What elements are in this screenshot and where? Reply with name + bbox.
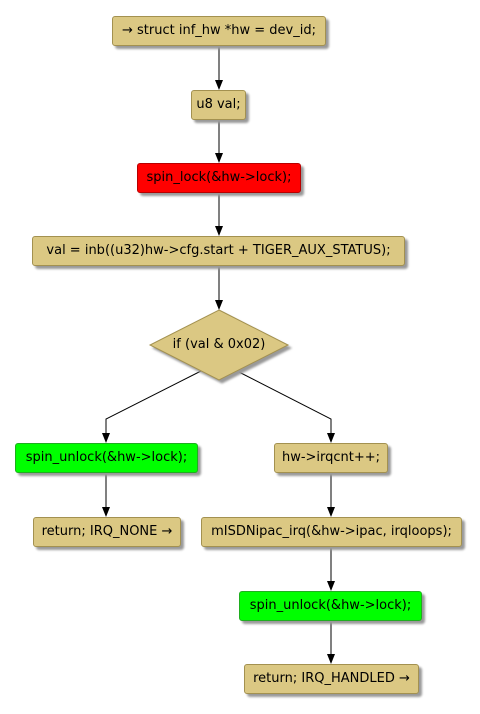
node-u8-val: u8 val; bbox=[191, 90, 246, 120]
edge-cond-left bbox=[102, 369, 204, 443]
condition-label: if (val & 0x02) bbox=[172, 337, 266, 352]
node-val-inb: val = inb((u32)hw->cfg.start + TIGER_AUX… bbox=[32, 236, 405, 266]
node-spin-unlock-left: spin_unlock(&hw->lock); bbox=[15, 443, 198, 473]
node-misdnipac-irq: mISDNipac_irq(&hw->ipac, irqloops); bbox=[201, 517, 462, 547]
node-struct-hw: → struct inf_hw *hw = dev_id; bbox=[112, 16, 326, 46]
condition-diamond bbox=[148, 309, 290, 381]
node-spin-unlock-right: spin_unlock(&hw->lock); bbox=[239, 591, 422, 621]
node-irqcnt: hw->irqcnt++; bbox=[274, 443, 388, 473]
edge-cond-right bbox=[234, 369, 335, 443]
node-return-irq-handled: return; IRQ_HANDLED → bbox=[244, 664, 419, 694]
node-spin-lock: spin_lock(&hw->lock); bbox=[137, 163, 301, 193]
node-return-irq-none: return; IRQ_NONE → bbox=[33, 517, 181, 547]
